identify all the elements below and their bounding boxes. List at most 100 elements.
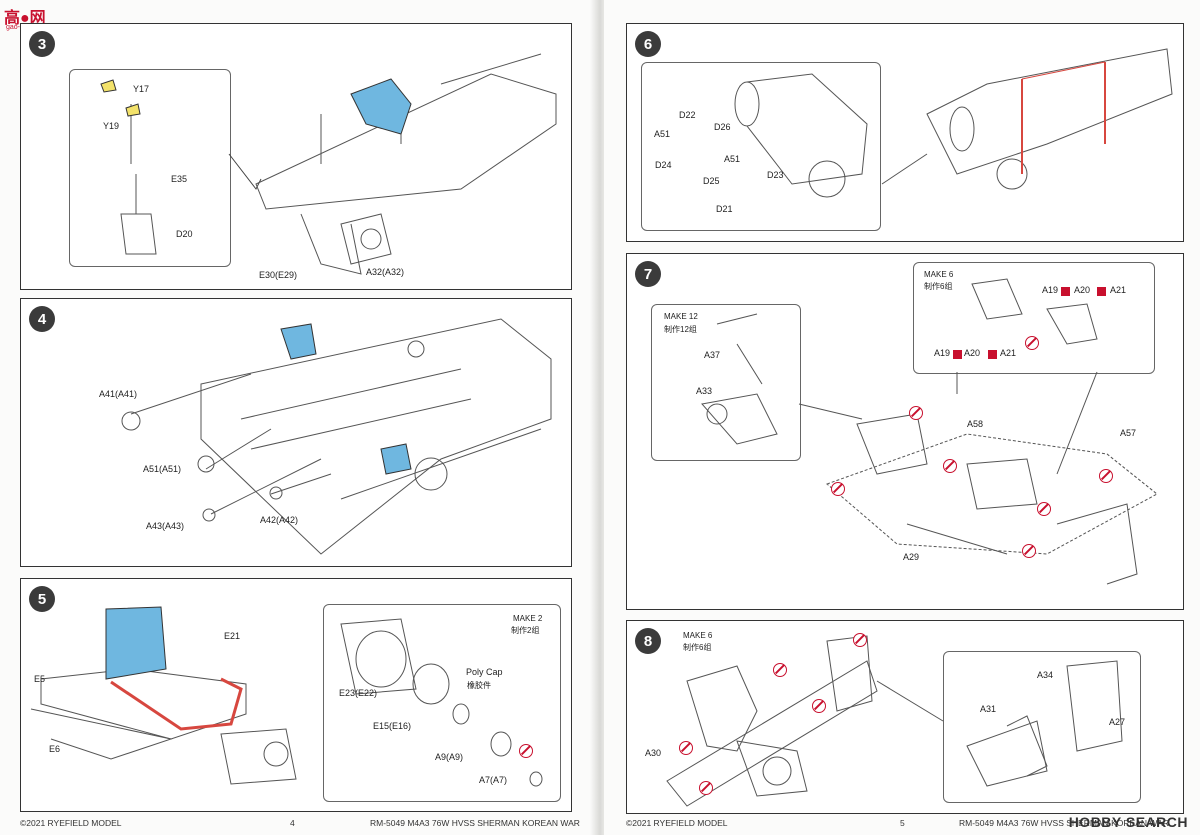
part-label: D21 xyxy=(716,204,733,214)
part-label: A51 xyxy=(724,154,741,164)
make-label: MAKE 6 xyxy=(924,270,954,279)
step-4-panel: 4 A41(A41) A51(A51) A43(A43) xyxy=(20,298,572,567)
part-label: E21 xyxy=(224,631,241,641)
step-7-drawing xyxy=(701,278,1158,585)
make-label: MAKE 2 xyxy=(513,614,543,623)
part-label: A43(A43) xyxy=(146,521,185,531)
part-label: A27 xyxy=(1109,717,1126,727)
no-glue-icon xyxy=(1037,502,1051,516)
part-label: A20 xyxy=(1074,285,1091,295)
step-number: 5 xyxy=(29,586,55,612)
mark-icon xyxy=(988,350,997,359)
make-label-cn: 制作2组 xyxy=(511,626,540,635)
step-8-panel: 8 MAKE 6 制作6组 A30 A34 A31 xyxy=(626,620,1184,814)
step-5-drawing xyxy=(30,606,543,787)
part-label: A41(A41) xyxy=(99,389,138,399)
part-label: A51(A51) xyxy=(143,464,182,474)
step-number: 8 xyxy=(635,628,661,654)
part-label: Poly Cap xyxy=(466,667,503,677)
step-number: 3 xyxy=(29,31,55,57)
no-glue-icon xyxy=(812,699,826,713)
part-label: A57 xyxy=(1120,428,1137,438)
no-glue-icon xyxy=(831,482,845,496)
make-label-cn: 制作6组 xyxy=(683,643,712,652)
make-label: MAKE 6 xyxy=(683,631,713,640)
watermark-logo: 高●网 xyxy=(4,10,46,27)
part-label: A20 xyxy=(964,348,981,358)
part-label: A58 xyxy=(967,419,984,429)
step-4-drawing xyxy=(121,318,552,555)
part-label: E6 xyxy=(49,744,61,754)
part-label: A19 xyxy=(1042,285,1059,295)
step-6-panel: 6 D22 A51 D26 D24 A51 xyxy=(626,23,1184,242)
part-label: A32(A32) xyxy=(366,267,405,277)
no-glue-icon xyxy=(1025,336,1039,350)
part-label: D24 xyxy=(655,160,672,170)
part-label: E5 xyxy=(34,674,46,684)
part-label: D26 xyxy=(714,122,731,132)
no-glue-icon xyxy=(699,781,713,795)
step-5-panel: 5 E21 E5 E6 xyxy=(20,578,572,812)
step-number: 4 xyxy=(29,306,55,332)
left-page: 高●网 gao-shou.com 3 Y17 Y19 xyxy=(0,0,596,835)
part-label: D25 xyxy=(703,176,720,186)
part-label: E23(E22) xyxy=(339,688,378,698)
part-label: A30 xyxy=(645,748,662,758)
part-label: A7(A7) xyxy=(479,775,508,785)
part-label: E30(E29) xyxy=(259,270,298,280)
step-8-drawing xyxy=(666,635,1123,807)
footer-title: RM-5049 M4A3 76W HVSS SHERMAN KOREAN WAR xyxy=(959,818,1169,828)
part-label: A34 xyxy=(1037,670,1054,680)
step-3-drawing xyxy=(100,53,557,275)
no-glue-icon xyxy=(853,633,867,647)
part-label: D23 xyxy=(767,170,784,180)
step-5-inset xyxy=(323,604,561,802)
mark-icon xyxy=(953,350,962,359)
step-8-inset xyxy=(943,651,1141,803)
mark-icon xyxy=(1097,287,1106,296)
step-number: 7 xyxy=(635,261,661,287)
footer-page-number: 4 xyxy=(290,818,295,828)
no-glue-icon xyxy=(679,741,693,755)
step-7-inset-left xyxy=(651,304,801,461)
part-label: E15(E16) xyxy=(373,721,412,731)
footer-copyright: ©2021 RYEFIELD MODEL xyxy=(626,818,728,828)
step-3-panel: 3 Y17 Y19 E35 D20 E30(E29) xyxy=(20,23,572,290)
footer-copyright: ©2021 RYEFIELD MODEL xyxy=(20,818,122,828)
step-6-inset xyxy=(641,62,881,231)
part-label: A9(A9) xyxy=(435,752,464,762)
part-label: Y19 xyxy=(103,121,120,131)
footer-title: RM-5049 M4A3 76W HVSS SHERMAN KOREAN WAR xyxy=(370,818,580,828)
step-6-drawing xyxy=(734,48,1173,198)
make-label: MAKE 12 xyxy=(664,312,698,321)
make-label-cn: 制作12组 xyxy=(664,325,697,334)
part-label: A33 xyxy=(696,386,713,396)
part-label: D20 xyxy=(176,229,193,239)
part-label: A21 xyxy=(1110,285,1127,295)
part-label: E35 xyxy=(171,174,188,184)
no-glue-icon xyxy=(519,744,533,758)
no-glue-icon xyxy=(1022,544,1036,558)
part-label: Y17 xyxy=(133,84,150,94)
part-label: A21 xyxy=(1000,348,1017,358)
no-glue-icon xyxy=(1099,469,1113,483)
right-page: 6 D22 A51 D26 D24 A51 xyxy=(604,0,1200,835)
step-7-panel: 7 MAKE 12 制作12组 A37 A33 MAKE 6 xyxy=(626,253,1184,610)
part-label: A19 xyxy=(934,348,951,358)
no-glue-icon xyxy=(909,406,923,420)
step-number: 6 xyxy=(635,31,661,57)
footer-page-number: 5 xyxy=(900,818,905,828)
hobby-search-logo: HOBBY SEARCH xyxy=(1068,814,1188,830)
part-label: A42(A42) xyxy=(260,515,299,525)
no-glue-icon xyxy=(773,663,787,677)
make-label-cn: 制作6组 xyxy=(924,282,953,291)
step-3-inset xyxy=(69,69,231,267)
part-label: A31 xyxy=(980,704,997,714)
part-label: 橡胶件 xyxy=(467,681,491,690)
no-glue-icon xyxy=(943,459,957,473)
part-label: A29 xyxy=(903,552,920,562)
mark-icon xyxy=(1061,287,1070,296)
part-label: A37 xyxy=(704,350,721,360)
part-label: A51 xyxy=(654,129,671,139)
